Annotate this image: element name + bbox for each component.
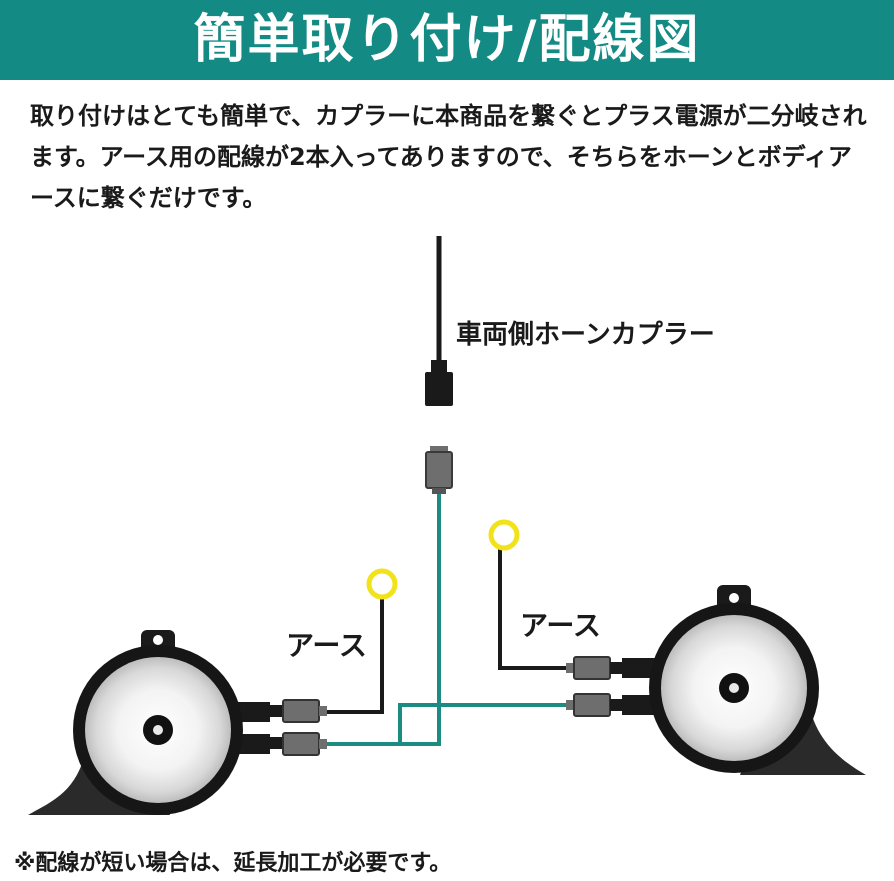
left-ground-ring: [366, 568, 398, 600]
intro-text: 取り付けはとても簡単で、カプラーに本商品を繋ぐとプラス電源が二分岐されます。アー…: [30, 102, 867, 212]
harness-connector: [425, 446, 453, 494]
title-banner: 簡単取り付け/配線図: [0, 0, 894, 80]
left-ground-label: アース: [286, 629, 367, 662]
right-lower-connector: [566, 693, 624, 717]
coupler-plug: [425, 372, 453, 406]
right-upper-connector: [566, 656, 624, 680]
left-horn: [28, 630, 270, 815]
page-title: 簡単取り付け/配線図: [193, 10, 701, 70]
vehicle-coupler: [425, 236, 453, 406]
footer-note: ※配線が短い場合は、延長加工が必要です。: [14, 851, 452, 876]
right-horn: [622, 585, 866, 775]
right-ground-label: アース: [520, 609, 601, 642]
right-ground-ring: [488, 519, 520, 551]
right-ground-wire: [498, 547, 571, 670]
left-lower-connector: [269, 732, 327, 756]
left-upper-connector: [269, 699, 327, 723]
coupler-label: 車両側ホーンカプラー: [456, 320, 715, 350]
harness-wires: [324, 494, 571, 746]
left-ground-wire: [324, 596, 384, 714]
